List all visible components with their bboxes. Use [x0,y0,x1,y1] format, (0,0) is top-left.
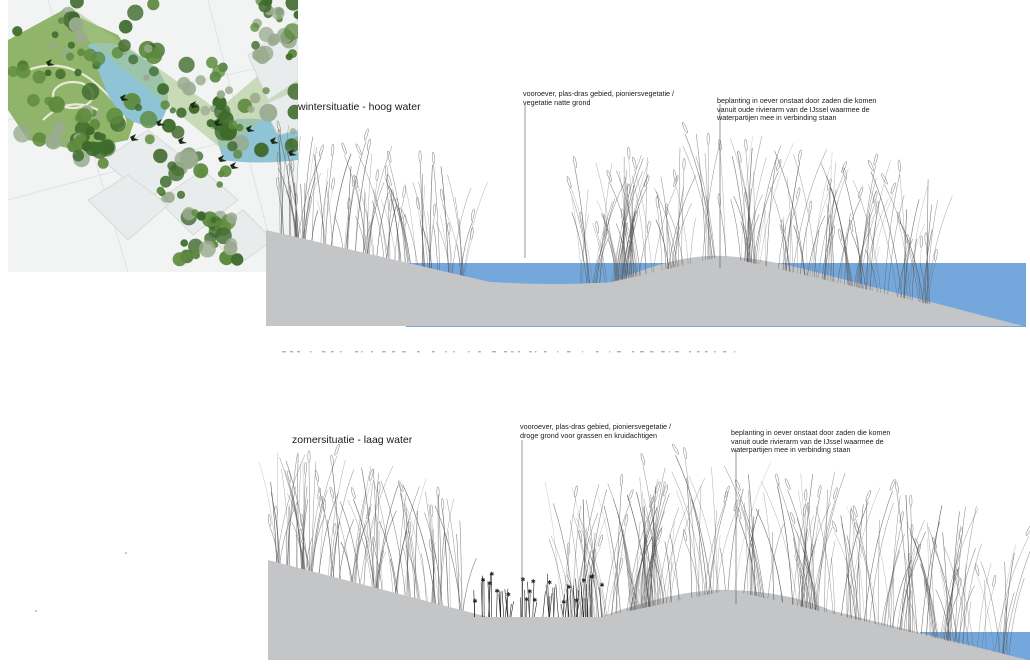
winter-note-left: vooroever, plas-dras gebied, pioniersveg… [523,89,675,107]
summer-ground-profile [268,560,1028,660]
svg-text:✱: ✱ [581,577,586,584]
svg-text:✱: ✱ [473,598,478,605]
summer-pioneer-plants: ✱✱✱✱✱✱✱✱✱✱✱✱✱✱✱✱✱✱✱ [473,571,605,618]
svg-text:✱: ✱ [600,582,605,589]
svg-text:✱: ✱ [520,577,525,584]
winter-vegetation [276,120,953,305]
summer-note-right: beplanting in oever onstaat door zaden d… [731,428,891,455]
svg-text:✱: ✱ [532,597,537,604]
summer-note-left: vooroever, plas-dras gebied, pioniersveg… [520,422,672,440]
svg-text:✱: ✱ [495,588,500,595]
svg-text:✱: ✱ [567,584,572,591]
svg-text:✱: ✱ [481,577,486,584]
svg-text:✱: ✱ [547,580,552,587]
svg-text:✱: ✱ [589,574,594,581]
svg-text:✱: ✱ [487,581,492,588]
winter-note-right: beplanting in oever onstaat door zaden d… [717,96,877,123]
winter-section-drawing [266,104,1026,353]
svg-text:✱: ✱ [506,592,511,599]
svg-text:✱: ✱ [527,589,532,596]
svg-text:✱: ✱ [524,596,529,603]
winter-ground-profile [266,230,1023,326]
svg-text:✱: ✱ [489,571,494,578]
faint-caption-trace [282,351,736,353]
svg-text:✱: ✱ [531,579,536,586]
map-trees [8,0,298,267]
winter-title: wintersituatie - hoog water [298,101,421,113]
svg-text:✱: ✱ [590,574,595,581]
svg-text:✱: ✱ [561,599,566,606]
site-plan-map [8,0,298,272]
summer-title: zomersituatie - laag water [292,434,413,446]
green-corridor [68,5,298,150]
map-markers [46,59,297,169]
